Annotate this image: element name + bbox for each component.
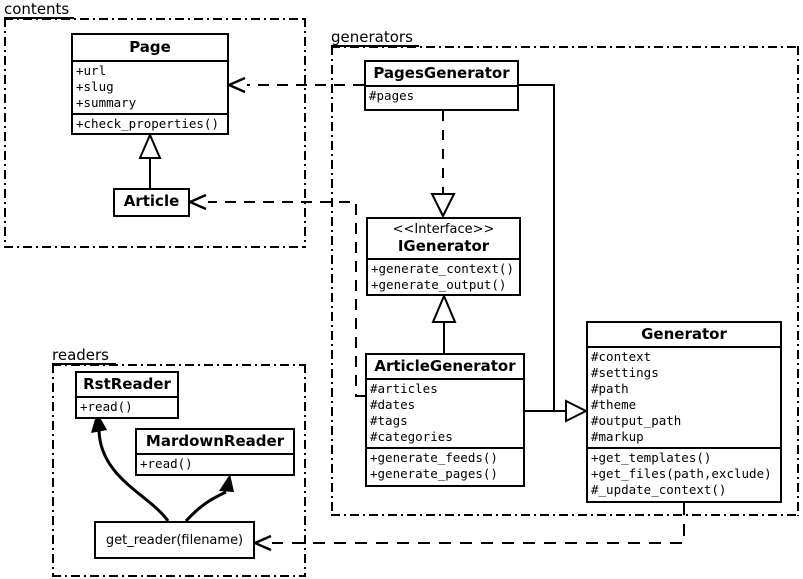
attribute: #markup	[591, 429, 644, 444]
divider	[367, 447, 523, 449]
divider	[366, 85, 517, 87]
attribute: #theme	[591, 397, 637, 412]
class-article-name: Article	[123, 192, 180, 210]
class-rstreader[interactable]: RstReader +read()	[75, 371, 179, 419]
package-readers-label: readers	[52, 346, 116, 365]
class-igenerator-operations: +generate_context() +generate_output()	[368, 260, 519, 295]
divider	[588, 346, 780, 348]
attribute: +summary	[76, 95, 137, 110]
attribute: #pages	[369, 88, 415, 103]
class-rstreader-name: RstReader	[83, 375, 171, 393]
class-articlegenerator[interactable]: ArticleGenerator #articles #dates #tags …	[365, 353, 525, 487]
class-page-attributes: +url +slug +summary	[73, 62, 227, 113]
attribute: #settings	[591, 365, 659, 380]
operation: +generate_pages()	[370, 466, 498, 481]
class-igenerator-stereotype: <<Interface>>	[392, 222, 495, 237]
attribute: #path	[591, 381, 629, 396]
operation: +generate_context()	[371, 261, 514, 276]
class-article[interactable]: Article	[113, 188, 190, 217]
attribute: #tags	[370, 413, 408, 428]
function-get-reader-label: get_reader(filename)	[105, 532, 244, 548]
class-rstreader-operations: +read()	[77, 398, 177, 417]
operation: +check_properties()	[76, 116, 219, 131]
class-generator[interactable]: Generator #context #settings #path #them…	[586, 321, 782, 503]
attribute: #dates	[370, 397, 416, 412]
operation: +get_files(path,exclude)	[591, 466, 772, 481]
package-generators-label: generators	[331, 28, 419, 47]
divider	[137, 453, 293, 455]
class-igenerator-name: IGenerator	[397, 237, 490, 255]
class-mardownreader-name: MardownReader	[145, 432, 285, 450]
divider	[73, 60, 227, 62]
class-igenerator[interactable]: <<Interface>> IGenerator +generate_conte…	[366, 217, 521, 296]
operation: +read()	[80, 399, 133, 414]
function-get-reader[interactable]: get_reader(filename)	[94, 521, 255, 559]
class-page[interactable]: Page +url +slug +summary +check_properti…	[71, 33, 229, 135]
operation: +get_templates()	[591, 450, 712, 465]
class-articlegenerator-attributes: #articles #dates #tags #categories	[367, 380, 523, 447]
class-articlegenerator-name: ArticleGenerator	[374, 357, 516, 375]
attribute: #context	[591, 349, 652, 364]
class-page-name: Page	[129, 38, 171, 56]
attribute: #articles	[370, 381, 438, 396]
divider	[73, 113, 227, 115]
class-mardownreader-operations: +read()	[137, 455, 293, 474]
divider	[367, 378, 523, 380]
package-contents-label: contents	[4, 0, 74, 19]
divider	[368, 258, 519, 260]
divider	[588, 447, 780, 449]
operation: +generate_output()	[371, 277, 507, 292]
class-page-operations: +check_properties()	[73, 115, 227, 134]
attribute: +url	[76, 63, 107, 78]
attribute: #output_path	[591, 413, 682, 428]
class-igenerator-header: <<Interface>> IGenerator	[368, 219, 519, 258]
class-articlegenerator-operations: +generate_feeds() +generate_pages()	[367, 449, 523, 484]
attribute: #categories	[370, 429, 453, 444]
class-generator-operations: +get_templates() +get_files(path,exclude…	[588, 449, 780, 500]
class-generator-attributes: #context #settings #path #theme #output_…	[588, 348, 780, 447]
attribute: +slug	[76, 79, 114, 94]
class-pagesgenerator[interactable]: PagesGenerator #pages	[364, 60, 519, 111]
class-pagesgenerator-attributes: #pages	[366, 87, 517, 106]
class-pagesgenerator-name: PagesGenerator	[373, 64, 510, 82]
operation: +read()	[140, 456, 193, 471]
divider	[77, 396, 177, 398]
class-generator-name: Generator	[641, 325, 727, 343]
operation: #_update_context()	[591, 482, 727, 497]
class-mardownreader[interactable]: MardownReader +read()	[135, 428, 295, 476]
operation: +generate_feeds()	[370, 450, 498, 465]
